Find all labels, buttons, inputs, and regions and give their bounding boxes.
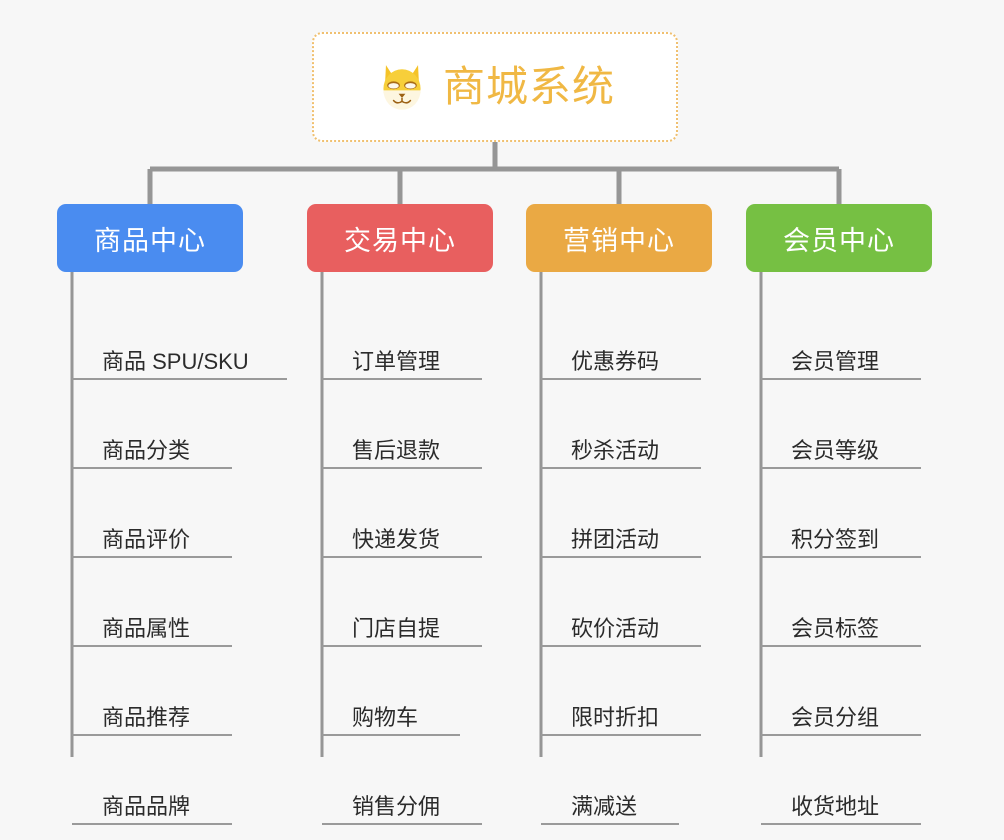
leaf-item-label: 商品推荐 — [102, 704, 191, 730]
leaf-item-label: 门店自提 — [352, 615, 441, 641]
leaf-item[interactable]: 优惠券码 — [541, 334, 701, 380]
leaf-item-label: 优惠券码 — [571, 348, 660, 374]
leaf-item[interactable]: 商品评价 — [72, 512, 232, 558]
leaf-item[interactable]: 销售分佣 — [322, 779, 482, 825]
leaf-item[interactable]: 砍价活动 — [541, 601, 701, 647]
leaf-item[interactable]: 商品品牌 — [72, 779, 232, 825]
leaf-item-label: 商品分类 — [102, 437, 191, 463]
branch-header-product-center[interactable]: 商品中心 — [57, 204, 243, 272]
root-title: 商城系统 — [442, 63, 615, 110]
branch-column-trade-center: 交易中心订单管理售后退款快递发货门店自提购物车销售分佣 — [307, 204, 493, 825]
branch-column-marketing-center: 营销中心优惠券码秒杀活动拼团活动砍价活动限时折扣满减送 — [526, 204, 712, 825]
shiba-dog-face-icon — [383, 65, 421, 110]
leaf-item[interactable]: 会员标签 — [761, 601, 921, 647]
leaf-item-label: 商品评价 — [102, 526, 191, 552]
branch-header-label: 商品中心 — [94, 225, 206, 256]
leaf-item-label: 秒杀活动 — [571, 437, 660, 463]
leaf-item-label: 砍价活动 — [571, 615, 660, 641]
leaf-item-label: 会员分组 — [791, 704, 880, 730]
leaf-item-label: 订单管理 — [352, 348, 441, 374]
leaf-item[interactable]: 会员管理 — [761, 334, 921, 380]
branch-header-trade-center[interactable]: 交易中心 — [307, 204, 493, 272]
leaf-item[interactable]: 满减送 — [541, 779, 679, 825]
leaf-item-label: 商品 SPU/SKU — [102, 348, 249, 374]
leaf-item[interactable]: 商品分类 — [72, 423, 232, 469]
leaf-item[interactable]: 购物车 — [322, 690, 460, 736]
leaf-item[interactable]: 积分签到 — [761, 512, 921, 558]
leaf-item-label: 会员等级 — [791, 437, 880, 463]
leaf-item-label: 售后退款 — [352, 437, 441, 463]
leaf-item-label: 商品属性 — [102, 615, 191, 641]
branch-header-label: 营销中心 — [563, 225, 675, 256]
leaf-item[interactable]: 商品属性 — [72, 601, 232, 647]
leaf-item[interactable]: 收货地址 — [761, 779, 921, 825]
leaf-item-label: 拼团活动 — [571, 526, 660, 552]
leaf-item-label: 积分签到 — [791, 526, 880, 552]
leaf-item-label: 收货地址 — [791, 793, 880, 819]
branch-column-member-center: 会员中心会员管理会员等级积分签到会员标签会员分组收货地址 — [746, 204, 932, 825]
leaf-item[interactable]: 订单管理 — [322, 334, 482, 380]
leaf-item[interactable]: 拼团活动 — [541, 512, 701, 558]
leaf-item[interactable]: 秒杀活动 — [541, 423, 701, 469]
branch-header-member-center[interactable]: 会员中心 — [746, 204, 932, 272]
leaf-item-label: 会员标签 — [791, 615, 880, 641]
leaf-item-label: 会员管理 — [791, 348, 880, 374]
leaf-item[interactable]: 限时折扣 — [541, 690, 701, 736]
branch-header-label: 会员中心 — [783, 225, 895, 256]
leaf-item[interactable]: 售后退款 — [322, 423, 482, 469]
leaf-item-label: 购物车 — [352, 704, 419, 730]
branch-header-marketing-center[interactable]: 营销中心 — [526, 204, 712, 272]
branch-header-label: 交易中心 — [344, 225, 456, 256]
leaf-item[interactable]: 商品 SPU/SKU — [72, 334, 287, 380]
leaf-item[interactable]: 门店自提 — [322, 601, 482, 647]
leaf-item-label: 商品品牌 — [102, 793, 191, 819]
leaf-item[interactable]: 商品推荐 — [72, 690, 232, 736]
leaf-item-label: 销售分佣 — [352, 793, 441, 819]
leaf-item-label: 满减送 — [571, 793, 638, 819]
leaf-item[interactable]: 快递发货 — [322, 512, 482, 558]
leaf-item[interactable]: 会员分组 — [761, 690, 921, 736]
branch-column-product-center: 商品中心商品 SPU/SKU 商品分类商品评价商品属性商品推荐商品品牌 — [57, 204, 287, 825]
leaf-item-label: 快递发货 — [352, 526, 441, 552]
leaf-item-label: 限时折扣 — [571, 704, 660, 730]
leaf-item[interactable]: 会员等级 — [761, 423, 921, 469]
root-node[interactable]: 商城系统 — [312, 32, 678, 142]
